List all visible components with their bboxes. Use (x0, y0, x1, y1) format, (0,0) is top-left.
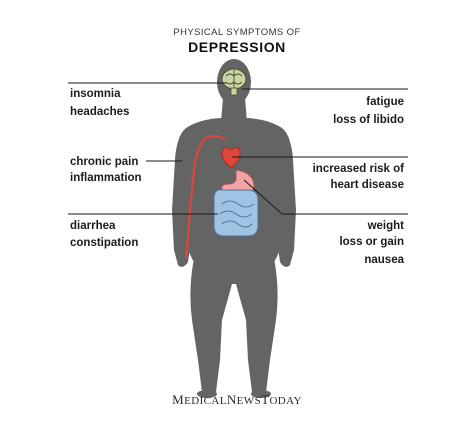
brain-icon (221, 68, 247, 96)
diagram-subtitle: PHYSICAL SYMPTOMS OF (173, 27, 301, 38)
label-heart-disease: heart disease (330, 179, 404, 191)
label-insomnia: insomnia (70, 88, 121, 100)
intestines-icon (213, 189, 259, 237)
label-fatigue: fatigue (366, 96, 404, 108)
label-headaches: headaches (70, 106, 130, 118)
blood-vessel (184, 134, 227, 259)
diagram-title: DEPRESSION (188, 39, 286, 55)
label-inflammation: inflammation (70, 172, 142, 184)
brand-logo: MEDICALNEWSTODAY (172, 392, 302, 407)
label-loss-of-libido: loss of libido (333, 114, 404, 126)
label-nausea: nausea (364, 254, 404, 266)
label-increased-risk: increased risk of (312, 163, 404, 175)
callout-lines (68, 82, 408, 215)
heart-icon (221, 147, 241, 169)
label-weight: weight (367, 220, 404, 232)
label-chronic-pain: chronic pain (70, 156, 139, 168)
label-diarrhea: diarrhea (70, 220, 116, 232)
label-constipation: constipation (70, 237, 139, 249)
label-loss-or-gain: loss or gain (339, 236, 404, 248)
